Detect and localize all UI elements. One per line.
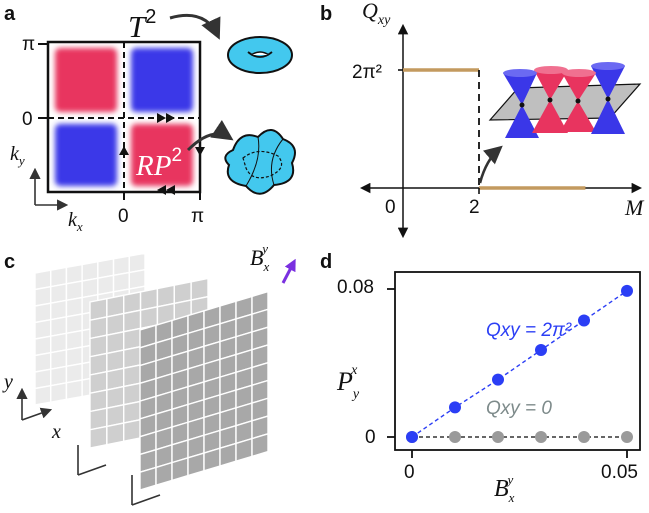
tick-x-zero: 0 (118, 206, 129, 227)
rp2-label: RP2 (135, 145, 182, 182)
curved-arrow-to-torus (169, 13, 221, 40)
lattice-cell (219, 442, 237, 467)
d-series-2pi2-point (535, 344, 547, 357)
tick-y-pi: π (22, 34, 35, 55)
lattice-cell (50, 382, 68, 404)
d-series-2pi2-point (449, 401, 461, 414)
panel-label-c: c (4, 251, 15, 273)
d-series-zero-point (621, 431, 633, 443)
lattice-cell (106, 422, 125, 446)
red-square-top-left (55, 48, 117, 112)
b-plot-area (398, 68, 586, 194)
layer-sheets (34, 252, 269, 491)
lattice-sheet (139, 290, 269, 491)
double-arrow-icon (157, 185, 175, 195)
lattice-cell (251, 432, 269, 458)
b-ylabel: Qxy (362, 0, 391, 28)
lattice-cell (171, 456, 189, 482)
panel-label-d: d (320, 251, 332, 273)
double-arrow-icon (157, 113, 175, 123)
curved-arrow-to-rp2 (186, 119, 234, 152)
torus-icon (227, 36, 293, 74)
lattice-cell (89, 425, 108, 449)
dirac-cones-icon (488, 62, 642, 138)
d-xtick-0: 0 (404, 462, 415, 483)
d-annotation-bottom: Qxy = 0 (486, 398, 552, 419)
layer-frame-icon (77, 445, 107, 476)
lattice-cell (34, 384, 52, 406)
curved-arrow-to-cones (478, 145, 503, 184)
red-square-bottom-right (131, 124, 193, 186)
b-xtick-2: 2 (469, 197, 480, 218)
d-series-2pi2-line (411, 290, 628, 438)
b-ytick-2pi2: 2π² (352, 62, 382, 83)
d-ytick-0: 0 (365, 427, 376, 448)
d-series-2pi2-point (406, 431, 418, 443)
d-series-zero-point (578, 431, 590, 443)
c-axis-x: x (51, 421, 61, 443)
c-field-label: Bxy (250, 241, 269, 274)
boys-surface-icon (224, 129, 296, 195)
b-xtick-0: 0 (385, 197, 396, 218)
layer-frame-icon (131, 475, 161, 506)
tick-y-zero: 0 (22, 109, 33, 130)
d-ylabel: Pyx (336, 363, 360, 402)
d-xtick-005: 0.05 (601, 462, 638, 483)
b-xlabel: M (624, 195, 645, 220)
lattice-cell (65, 379, 83, 401)
d-xlabel: Bxy (494, 472, 515, 505)
lattice-cell (123, 418, 142, 443)
d-series-2pi2-point (492, 373, 504, 386)
up-arrow-icon (119, 146, 129, 155)
c-axis-y: y (2, 371, 13, 393)
d-series-zero-point (535, 431, 547, 443)
lattice-cell (235, 437, 253, 463)
down-arrow-icon (195, 147, 205, 156)
d-series-2pi2-point (621, 284, 633, 297)
d-plot-frame (394, 271, 641, 451)
panel-label-a: a (4, 3, 16, 25)
torus-label: T2 (128, 6, 156, 44)
panel-c: c Bxy y x (2, 241, 296, 506)
panel-label-b: b (320, 3, 332, 25)
d-annotation-top: Qxy = 2π² (486, 320, 572, 341)
c-x-arrow (21, 407, 53, 421)
lattice-cell (203, 447, 221, 472)
d-plot-area (387, 284, 633, 458)
panel-b: b Qxy M 2π² 0 2 (320, 0, 645, 239)
d-ytick-008: 0.08 (337, 277, 374, 298)
field-arrow (281, 258, 296, 284)
d-series-zero-point (492, 431, 504, 443)
d-series-2pi2-point (578, 314, 590, 327)
blue-square-bottom-left (55, 124, 117, 186)
axis-kx: kx (68, 209, 83, 234)
lattice-cell (155, 461, 173, 487)
tick-x-pi: π (191, 206, 204, 227)
panel-a: a π 0 0 π ky kx T2 R (4, 3, 296, 234)
blue-square-top-right (131, 48, 193, 112)
d-series-zero-point (449, 431, 461, 443)
lattice-cell (187, 452, 205, 477)
axis-ky: ky (10, 143, 25, 168)
lattice-cell (139, 466, 157, 491)
panel-d: d 0.08 0 0 0.05 Pyx Bxy Qxy = 2π² Qxy = … (320, 251, 641, 505)
